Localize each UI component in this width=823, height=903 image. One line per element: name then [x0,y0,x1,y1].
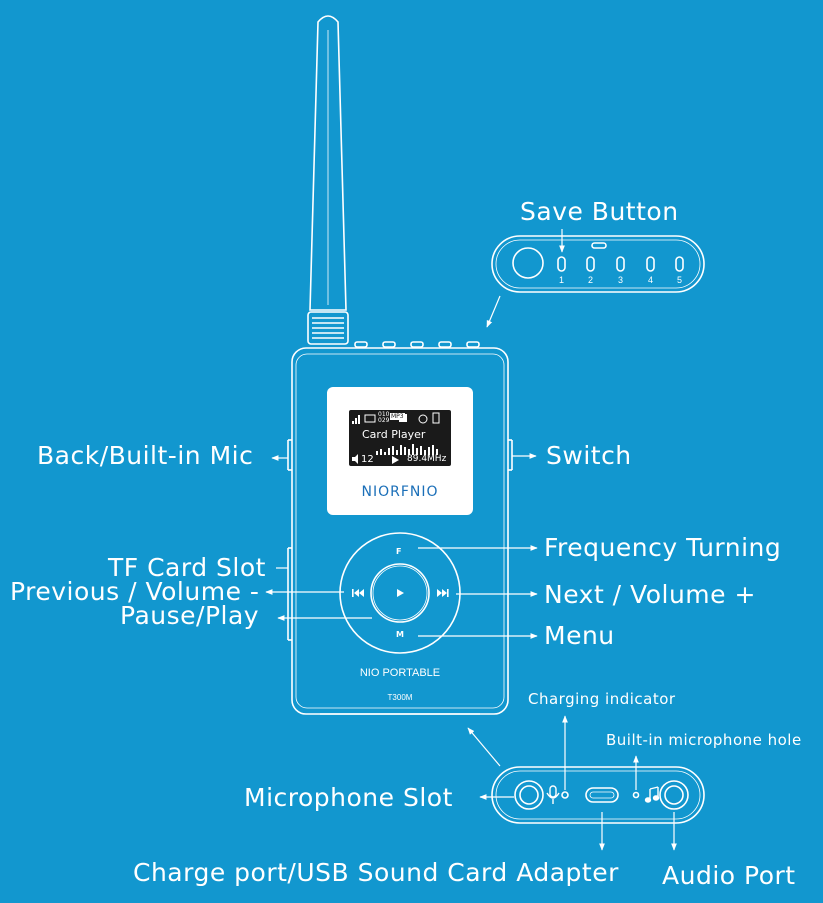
model-name: NIO PORTABLE [359,667,441,679]
label-next-volume: Next / Volume + [544,580,756,609]
control-wheel [339,532,461,654]
track-counter-bottom: 029 [378,417,390,424]
microphone-icon [546,785,560,804]
frequency-text: 89.4MHz [407,454,447,464]
save-button-panel [491,235,705,293]
label-save-button: Save Button [520,197,679,226]
brand-name: NIORFNIO [361,484,439,500]
label-mic-hole: Built-in microphone hole [606,731,802,749]
label-back-mic: Back/Built-in Mic [37,441,254,470]
preset-number: 3 [618,275,624,285]
bottom-port-panel [491,766,705,824]
label-pause-play: Pause/Play [120,601,260,630]
antenna-icon [307,15,349,345]
label-frequency: Frequency Turning [544,533,782,562]
format-badge: MP3 [390,413,405,420]
play-icon [397,589,404,597]
frequency-button-letter: F [396,547,402,556]
label-tf-card: TF Card Slot [108,553,266,582]
label-audio-port: Audio Port [662,861,796,890]
label-mic-slot: Microphone Slot [244,783,453,812]
label-switch: Switch [546,441,632,470]
preset-number: 4 [648,275,654,285]
lcd-screen: 010 029 MP3 Card Player 12 89.4MHz [349,410,451,466]
label-prev-volume: Previous / Volume - [10,577,260,606]
preset-number: 5 [677,275,683,285]
track-counter-top: 010 [378,411,390,418]
model-code: T300M [387,693,413,702]
preset-number: 2 [588,275,594,285]
label-menu: Menu [544,621,615,650]
next-icon [437,589,449,597]
music-note-icon [644,786,660,803]
mode-text: Card Player [362,428,426,441]
usb-port-icon [585,787,619,803]
menu-button-letter: M [396,630,404,639]
preset-number: 1 [559,275,565,285]
previous-icon [352,589,364,597]
device-body [287,341,513,715]
leader-lines [265,229,677,851]
label-charge-port: Charge port/USB Sound Card Adapter [133,858,619,887]
volume-text: 12 [361,454,374,465]
label-charging: Charging indicator [528,690,676,708]
